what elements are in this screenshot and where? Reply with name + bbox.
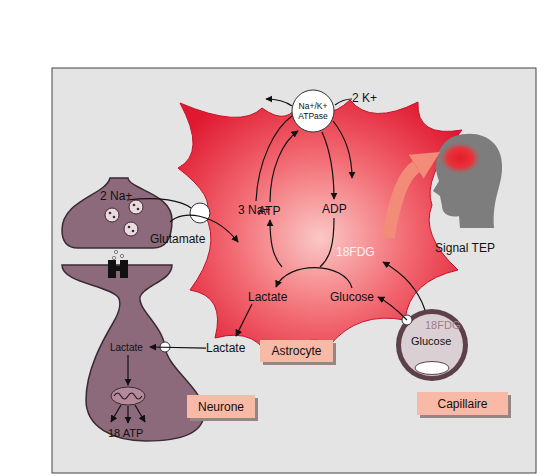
energy-label: ATP [258, 204, 280, 218]
atp-arrow [135, 405, 145, 422]
lactate-to-mitochondrion [127, 355, 128, 385]
vesicle-dot [128, 226, 131, 229]
red-blood-cell [415, 362, 449, 375]
vesicle-dot [109, 212, 112, 215]
energy-label: ADP [322, 202, 347, 216]
neurotransmitter-label: Glutamate [150, 232, 205, 246]
tracer-label: 18FDG [336, 245, 375, 259]
cell-label: Astrocyte [260, 340, 333, 362]
atp-arrow [111, 405, 121, 422]
mitochondrion [111, 387, 145, 405]
reaction-arrows [111, 99, 352, 423]
vesicle [105, 208, 119, 222]
tracer-label: 18FDG [425, 318, 460, 332]
glutamate-transporter [190, 203, 210, 223]
pet-head: Signal TEP [420, 128, 510, 263]
mitochondrion-crista [114, 393, 142, 399]
pet-hotspot [438, 141, 482, 175]
ion-label: 2 K+ [352, 91, 377, 105]
adp-cycle-line [320, 218, 334, 267]
metabolite-label: Glucose [411, 334, 451, 348]
vesicle-dot [137, 208, 140, 211]
glycolysis-arrow [276, 268, 352, 288]
potassium-in-arrow [333, 121, 352, 178]
gray-panel [52, 68, 536, 473]
vesicle-dot [133, 204, 136, 207]
glutamate-molecules [112, 250, 123, 259]
vesicle [124, 222, 138, 236]
metabolite-label: Lactate [110, 341, 143, 355]
imaging-signal-arrow [388, 167, 416, 238]
signal-label: Signal TEP [420, 241, 510, 257]
glutamate-dot [114, 250, 117, 253]
potassium-in-line [335, 99, 352, 105]
transport-arrow [378, 297, 407, 320]
pump-label: Na+/K+ ATPase [291, 89, 335, 133]
sodium-out-arrow [266, 99, 292, 106]
glutamate-dot [112, 256, 115, 259]
pump-circle [292, 90, 334, 132]
synaptic-vesicles [105, 200, 143, 236]
postsynaptic-neuron [62, 265, 204, 441]
capillary-lumen [401, 314, 463, 376]
transport-arrow [150, 347, 206, 348]
atpase-pump: Na+/K+ ATPase [291, 89, 335, 133]
lactate-release-arrow [236, 304, 252, 336]
vesicle-dot [132, 230, 135, 233]
cell-label: Neurone [187, 395, 255, 418]
atp-to-pump-arrow [270, 131, 298, 202]
metabolite-label: Lactate [206, 341, 245, 355]
ion-label: 2 Na+ [100, 189, 132, 203]
energy-label: 18 ATP [108, 426, 143, 440]
transport-arrow [383, 262, 425, 310]
cell-label: Capillaire [417, 392, 508, 415]
glutamate-receptor [108, 260, 128, 278]
metabolite-label: Glucose [330, 290, 374, 304]
sodium-cotransport-line [127, 199, 191, 208]
atp-arrow [127, 406, 128, 423]
cycle-to-atp-arrow [270, 220, 282, 267]
pump-to-adp-arrow [322, 132, 334, 199]
metabolite-label: Lactate [248, 290, 287, 304]
head-silhouette [433, 134, 502, 228]
glutamate-dot [120, 254, 123, 257]
neuron-cell: Neurone [58, 175, 260, 445]
vesicle-dot [113, 216, 116, 219]
sodium-to-pump-line [256, 116, 292, 201]
